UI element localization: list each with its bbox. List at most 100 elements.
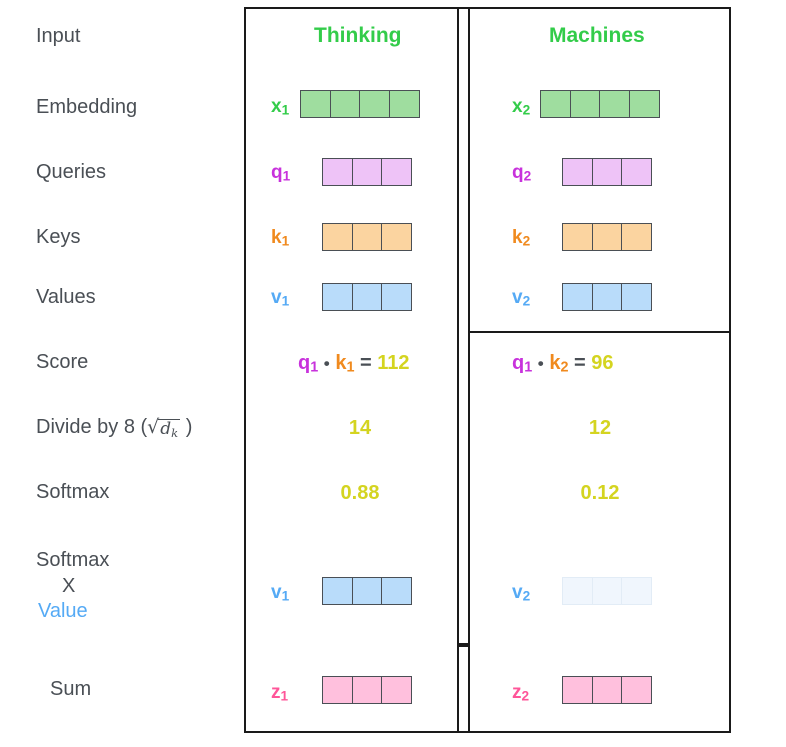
cell [591, 158, 623, 186]
vector-label-v2: v2 [512, 287, 530, 309]
vector-label-x2-base: x [512, 96, 523, 117]
cell [628, 90, 660, 118]
divide-label-suffix: ) [185, 416, 193, 438]
cell [569, 90, 601, 118]
cell [591, 577, 623, 605]
cell [599, 90, 630, 118]
sum-label-z2: z2 [512, 682, 529, 704]
cell [351, 676, 383, 704]
vector-label-k1-index: 1 [281, 233, 290, 249]
sum-label-z1-base: z [271, 682, 281, 703]
row-label-queries: Queries [36, 161, 107, 183]
row-label-score: Score [36, 351, 89, 373]
cell [381, 577, 412, 605]
vector-cells-k2 [562, 223, 652, 251]
vector-cells-q1 [322, 158, 412, 186]
score-value: 96 [591, 352, 614, 374]
vector-label-x2-index: 2 [522, 102, 531, 118]
row-label-softmax: Softmax [36, 481, 110, 503]
vector-label-v1-index: 1 [281, 293, 290, 309]
softmax-times-value-line3: Value [38, 600, 88, 623]
seam-mask-b [470, 333, 729, 337]
softmax-value-column-2: 0.12 [580, 482, 620, 504]
cell [591, 223, 623, 251]
cell [322, 577, 353, 605]
sum-label-z2-base: z [512, 682, 522, 703]
cell [562, 223, 593, 251]
cell [351, 283, 383, 311]
score-q-index: 1 [310, 359, 319, 376]
vector-label-v1: v1 [271, 287, 289, 309]
seam-mask-d [246, 331, 442, 335]
row-label-keys: Keys [36, 226, 81, 248]
weighted-value-label-v2: v2 [512, 582, 530, 604]
cell [322, 676, 353, 704]
score-k-index: 1 [346, 359, 355, 376]
cell [381, 676, 412, 704]
cell [359, 90, 390, 118]
score-formula-column-2: q1 • k2 = 96 [512, 352, 614, 376]
cell [591, 676, 623, 704]
radical-sign: √ [147, 416, 160, 438]
weighted-value-label-v2-index: 2 [522, 588, 531, 604]
vector-cells-v1 [322, 283, 412, 311]
vector-label-v2-base: v [512, 287, 523, 308]
vector-label-k1: k1 [271, 227, 289, 249]
cell [322, 223, 353, 251]
score-formula-column-1: q1 • k1 = 112 [298, 352, 410, 376]
sum-label-z2-index: 2 [521, 688, 530, 704]
vector-label-x2: x2 [512, 96, 530, 118]
cell [591, 283, 623, 311]
weighted-value-label-v2-base: v [512, 582, 523, 603]
cell [621, 158, 652, 186]
math-sub-k: k [171, 425, 179, 440]
dot-product-operator: • [537, 354, 544, 373]
seam-mask-a [459, 331, 468, 337]
vector-label-k2-index: 2 [522, 233, 531, 249]
sum-cells-z2 [562, 676, 652, 704]
vector-cells-x2 [540, 90, 660, 118]
cell [300, 90, 331, 118]
softmax-times-value-line1: Softmax [36, 549, 110, 571]
vector-cells-q2 [562, 158, 652, 186]
score-k-index: 2 [560, 359, 569, 376]
vector-label-q1-base: q [271, 162, 283, 183]
divide-label-prefix: Divide by 8 ( [36, 416, 148, 438]
math-var-d: d [160, 419, 172, 439]
score-value: 112 [377, 352, 410, 374]
column-title-thinking: Thinking [314, 24, 402, 47]
vector-cells-x1 [300, 90, 420, 118]
row-label-softmax-times-value: Softmax X Value [36, 548, 236, 625]
vector-label-x1-base: x [271, 96, 282, 117]
weighted-value-label-v1-base: v [271, 582, 282, 603]
cell [562, 158, 593, 186]
cell [322, 283, 353, 311]
score-q-term: q1 [298, 352, 319, 376]
cell [381, 158, 412, 186]
vector-label-q2: q2 [512, 162, 531, 184]
vector-label-q2-index: 2 [523, 168, 532, 184]
score-q-index: 1 [524, 359, 533, 376]
cell [621, 676, 652, 704]
vector-label-k2: k2 [512, 227, 530, 249]
vector-label-v1-base: v [271, 287, 282, 308]
equals-sign: = [574, 352, 586, 374]
cell [351, 158, 383, 186]
sum-label-z1-index: 1 [280, 688, 289, 704]
vector-cells-v2 [562, 283, 652, 311]
row-label-values: Values [36, 286, 96, 308]
weighted-value-cells-v2 [562, 577, 652, 605]
row-label-input: Input [36, 25, 81, 47]
divided-value-column-2: 12 [588, 417, 612, 439]
sum-cells-z1 [322, 676, 412, 704]
radicand: dk [158, 419, 181, 440]
dot-product-operator: • [323, 354, 330, 373]
row-label-divide-by-8: Divide by 8 (√dk ) [36, 416, 236, 440]
score-k-term: k2 [549, 352, 569, 376]
equals-sign: = [360, 352, 372, 374]
sqrt-dk-math: √dk [147, 416, 181, 440]
cell [562, 283, 593, 311]
cell [562, 577, 593, 605]
cell [621, 577, 652, 605]
column-title-machines: Machines [549, 24, 645, 47]
